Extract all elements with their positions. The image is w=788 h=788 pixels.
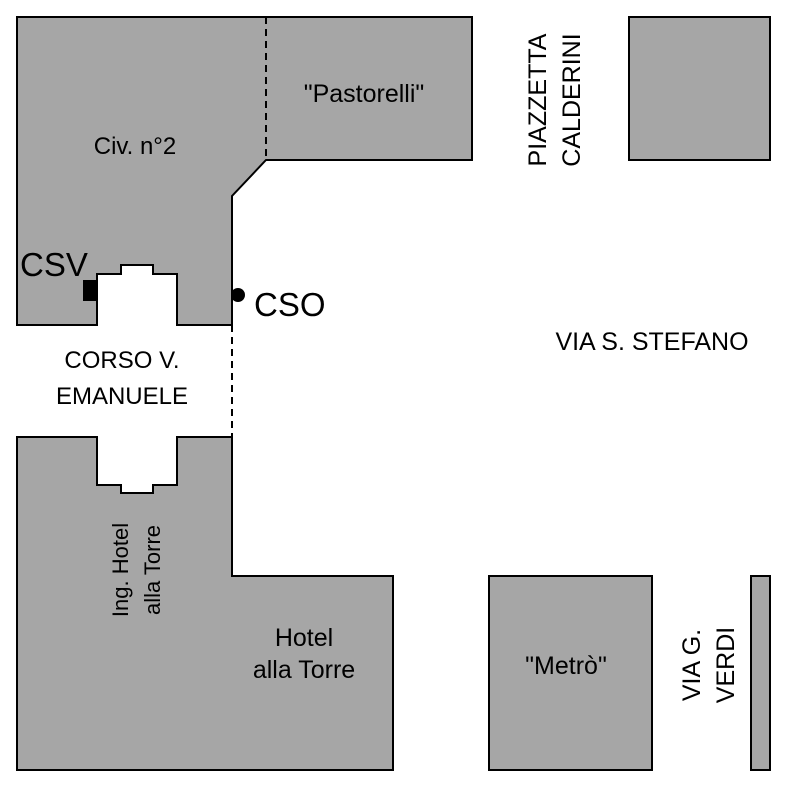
label-via-verdi-line1: VIA G. — [678, 629, 706, 701]
label-corso-line1: CORSO V. — [64, 347, 179, 374]
cso-marker — [231, 288, 245, 302]
label-piazzetta-group: PIAZZETTA CALDERINI — [524, 33, 586, 166]
building-via-verdi-strip — [750, 575, 771, 771]
label-via-verdi-line2: VERDI — [712, 627, 740, 703]
label-hotel-line1: Hotel — [275, 624, 333, 652]
label-hotel-line2: alla Torre — [253, 656, 355, 684]
building-metro — [488, 575, 653, 771]
label-csv: CSV — [20, 246, 88, 283]
label-entrance-line1: Ing. Hotel — [108, 523, 133, 617]
label-pastorelli: "Pastorelli" — [304, 80, 425, 108]
label-metro: "Metrò" — [525, 652, 607, 680]
building-hotel-alla-torre — [16, 436, 394, 771]
label-civ-n2: Civ. n°2 — [94, 133, 177, 160]
label-entrance-group: Ing. Hotel alla Torre — [108, 523, 165, 617]
csv-marker — [83, 280, 97, 301]
label-piazzetta-line1: PIAZZETTA — [524, 33, 552, 166]
label-piazzetta-line2: CALDERINI — [558, 33, 586, 166]
label-corso-line2: EMANUELE — [56, 383, 188, 410]
label-cso: CSO — [254, 286, 326, 323]
label-via-stefano: VIA S. STEFANO — [555, 328, 748, 356]
building-top-right — [628, 16, 771, 161]
label-via-verdi-group: VIA G. VERDI — [678, 627, 740, 703]
label-entrance-line2: alla Torre — [140, 525, 165, 615]
